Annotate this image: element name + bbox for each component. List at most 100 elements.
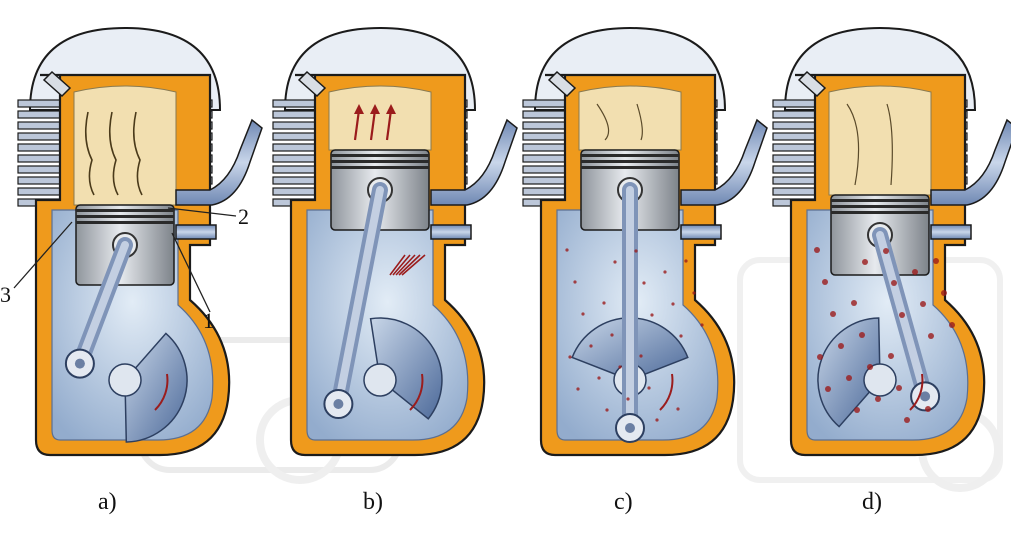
flow-arrow-icon bbox=[386, 104, 396, 114]
exhaust-port-icon bbox=[430, 118, 518, 206]
part-callouts bbox=[13, 207, 237, 313]
flow-arrow-icon bbox=[392, 254, 411, 276]
fuel-particle bbox=[671, 302, 675, 306]
fuel-particle bbox=[838, 343, 844, 349]
flow-arrow-icon bbox=[409, 373, 424, 411]
flow-arrow-icon bbox=[659, 373, 674, 411]
combustion-chamber bbox=[828, 85, 932, 196]
fuel-particle bbox=[581, 312, 585, 316]
fuel-particle bbox=[822, 279, 828, 285]
fuel-particle bbox=[891, 280, 897, 286]
intake-port-icon bbox=[680, 224, 722, 240]
fuel-particle bbox=[867, 364, 873, 370]
fuel-particle bbox=[692, 291, 696, 295]
connecting-rod-highlight bbox=[334, 186, 384, 408]
flow-arrow-icon bbox=[154, 373, 169, 411]
combustion-chamber bbox=[328, 85, 432, 151]
piston-ring bbox=[76, 221, 174, 224]
piston-ring bbox=[331, 166, 429, 169]
flame-streak bbox=[132, 111, 143, 196]
fuel-particle bbox=[589, 344, 593, 348]
fuel-particle bbox=[573, 280, 577, 284]
spark-plug-icon bbox=[42, 70, 72, 98]
fuel-particle bbox=[928, 333, 934, 339]
gas-trace bbox=[596, 103, 610, 141]
flame-streak bbox=[108, 111, 119, 196]
engine-panel-d bbox=[772, 26, 1011, 457]
gas-trace bbox=[636, 103, 643, 141]
flow-arrow-icon bbox=[354, 104, 364, 114]
intake-port-icon bbox=[175, 224, 217, 240]
crank-pin-core bbox=[625, 423, 635, 433]
fuel-particle bbox=[888, 353, 894, 359]
fuel-particle bbox=[597, 376, 601, 380]
fuel-particle bbox=[634, 249, 638, 253]
part-label-3: 3 bbox=[0, 282, 11, 307]
fuel-particle bbox=[568, 355, 572, 359]
intake-port-icon bbox=[930, 224, 972, 240]
connecting-rod-highlight bbox=[75, 241, 129, 368]
crank-pin-core bbox=[920, 391, 931, 402]
crankshaft-hub bbox=[363, 363, 397, 397]
piston-ring bbox=[831, 211, 929, 214]
gas-trace bbox=[846, 103, 860, 186]
piston-ring bbox=[831, 205, 929, 208]
fuel-particle bbox=[576, 387, 580, 391]
fuel-particle bbox=[684, 259, 688, 263]
combustion-chamber bbox=[578, 85, 682, 151]
flow-arrow-icon bbox=[369, 109, 377, 141]
engine-panel-b bbox=[272, 26, 518, 457]
intake-port-icon bbox=[430, 224, 472, 240]
flow-arrow-icon bbox=[909, 373, 924, 411]
fuel-particle bbox=[896, 385, 902, 391]
fuel-particle bbox=[639, 354, 643, 358]
fuel-particle bbox=[655, 418, 659, 422]
fuel-particle bbox=[610, 333, 614, 337]
crank-weight-icon bbox=[369, 317, 443, 420]
fuel-particle bbox=[941, 290, 947, 296]
fuel-particle bbox=[650, 313, 654, 317]
fuel-particle bbox=[862, 259, 868, 265]
piston-ring bbox=[331, 154, 429, 157]
spark-plug-icon bbox=[547, 70, 577, 98]
fuel-particle bbox=[700, 323, 704, 327]
fuel-particle bbox=[613, 260, 617, 264]
fuel-particle bbox=[949, 322, 955, 328]
piston-ring bbox=[76, 215, 174, 218]
crankshaft-hub bbox=[108, 363, 142, 397]
piston-ring bbox=[76, 209, 174, 212]
exhaust-port-icon bbox=[680, 118, 768, 206]
fuel-particle bbox=[904, 417, 910, 423]
fuel-particle bbox=[663, 270, 667, 274]
exhaust-port-icon bbox=[930, 118, 1011, 206]
spark-plug-icon bbox=[297, 70, 327, 98]
fuel-particle bbox=[854, 407, 860, 413]
fuel-particle bbox=[626, 397, 630, 401]
piston-ring bbox=[331, 160, 429, 163]
fuel-particle bbox=[875, 396, 881, 402]
fuel-particle bbox=[825, 386, 831, 392]
flame-streak bbox=[84, 111, 95, 196]
crankshaft-hub bbox=[863, 363, 897, 397]
fuel-particle bbox=[618, 365, 622, 369]
fuel-particle bbox=[676, 407, 680, 411]
crank-weight-icon bbox=[124, 332, 188, 443]
flow-arrow-icon bbox=[395, 254, 416, 276]
fuel-particle bbox=[851, 300, 857, 306]
fuel-particle bbox=[883, 248, 889, 254]
fuel-particle bbox=[814, 247, 820, 253]
fuel-particle bbox=[679, 334, 683, 338]
crank-pin-core bbox=[333, 399, 344, 409]
part-label-1: 1 bbox=[203, 308, 214, 333]
fuel-particle bbox=[602, 301, 606, 305]
piston-ring bbox=[581, 154, 679, 157]
spark-plug-icon bbox=[797, 70, 827, 98]
gas-trace bbox=[886, 103, 893, 186]
piston-ring bbox=[581, 160, 679, 163]
flow-arrow-icon bbox=[398, 254, 421, 276]
fuel-particle bbox=[817, 354, 823, 360]
fuel-particle bbox=[912, 269, 918, 275]
fuel-particle bbox=[830, 311, 836, 317]
fuel-particle bbox=[565, 248, 569, 252]
